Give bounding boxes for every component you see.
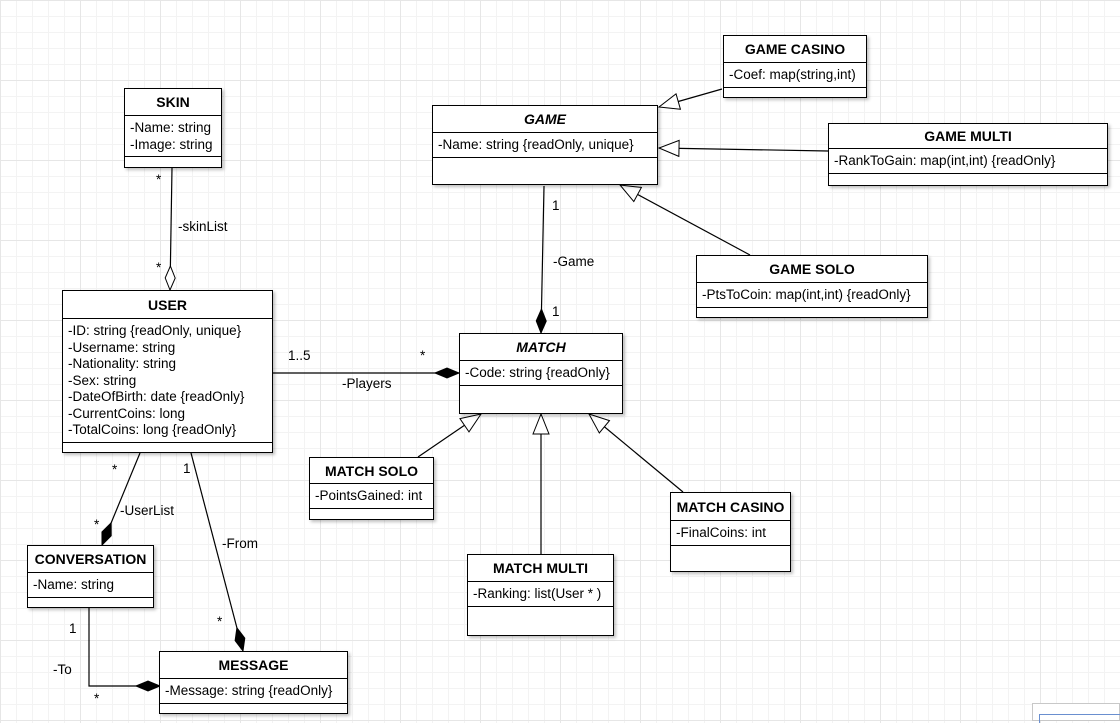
attribute: -Name: string — [130, 120, 212, 135]
class-name: MATCH CASINO — [671, 493, 790, 521]
class-operations — [310, 509, 433, 520]
multiplicity-label: * — [94, 691, 100, 706]
class-game-solo[interactable]: GAME SOLO -PtsToCoin: map(int,int) {read… — [696, 255, 928, 318]
gen-game-solo-to-game — [620, 185, 751, 256]
class-name: MATCH — [460, 334, 622, 361]
attribute: -Name: string {readOnly, unique} — [438, 137, 634, 152]
attribute: -DateOfBirth: date {readOnly} — [68, 389, 245, 404]
class-operations — [125, 157, 221, 167]
class-conversation[interactable]: CONVERSATION -Name: string — [27, 545, 154, 608]
multiplicity-label: 1 — [183, 461, 191, 476]
attribute: -TotalCoins: long {readOnly} — [68, 422, 237, 437]
class-name: SKIN — [125, 89, 221, 116]
attribute: -CurrentCoins: long — [68, 405, 186, 421]
class-match-casino[interactable]: MATCH CASINO -FinalCoins: int — [670, 492, 791, 572]
role-label: -skinList — [178, 219, 228, 234]
class-game-multi[interactable]: GAME MULTI -RankToGain: map(int,int) {re… — [828, 123, 1108, 186]
attribute: -Username: string — [68, 339, 176, 355]
class-message[interactable]: MESSAGE -Message: string {readOnly} — [159, 651, 348, 714]
multiplicity-label: 1..5 — [288, 348, 311, 363]
class-name: CONVERSATION — [28, 546, 153, 573]
class-name: USER — [63, 291, 272, 319]
class-operations — [829, 174, 1107, 186]
class-operations — [671, 546, 790, 572]
composition-user-conversation — [101, 452, 141, 545]
class-name: GAME CASINO — [724, 36, 866, 63]
role-label: -From — [222, 536, 258, 551]
attribute: -ID: string {readOnly, unique} — [68, 323, 242, 338]
multiplicity-label: * — [217, 614, 223, 629]
multiplicity-label: 1 — [69, 621, 77, 636]
class-attributes: -PointsGained: int — [310, 484, 433, 509]
class-skin[interactable]: SKIN -Name: string -Image: string — [124, 88, 222, 168]
class-attributes: -Code: string {readOnly} — [460, 361, 622, 386]
class-attributes: -Name: string -Image: string — [125, 116, 221, 157]
class-match-solo[interactable]: MATCH SOLO -PointsGained: int — [309, 457, 434, 520]
role-label: -Players — [342, 376, 392, 391]
class-game[interactable]: GAME -Name: string {readOnly, unique} — [432, 105, 658, 185]
attribute: -Code: string {readOnly} — [465, 365, 610, 380]
class-operations — [28, 598, 153, 608]
class-attributes: -Name: string — [28, 573, 153, 598]
class-game-casino[interactable]: GAME CASINO -Coef: map(string,int) — [723, 35, 867, 98]
class-attributes: -Coef: map(string,int) — [724, 63, 866, 88]
class-user[interactable]: USER -ID: string {readOnly, unique} -Use… — [62, 290, 273, 453]
composition-user-message — [190, 452, 243, 651]
class-attributes: -PtsToCoin: map(int,int) {readOnly} — [697, 283, 927, 308]
class-match-multi[interactable]: MATCH MULTI -Ranking: list(User * ) — [467, 554, 614, 636]
class-name: GAME — [433, 106, 657, 133]
attribute: -Coef: map(string,int) — [729, 67, 856, 82]
attribute: -Message: string {readOnly} — [165, 683, 333, 698]
multiplicity-label: * — [156, 172, 162, 187]
multiplicity-label: * — [156, 260, 162, 275]
class-operations — [433, 158, 657, 185]
class-operations — [160, 704, 347, 714]
class-operations — [468, 607, 613, 636]
attribute: -RankToGain: map(int,int) {readOnly} — [834, 153, 1056, 168]
class-match[interactable]: MATCH -Code: string {readOnly} — [459, 333, 623, 414]
gen-game-casino-to-game — [659, 88, 723, 107]
class-operations — [63, 443, 272, 453]
class-name: MESSAGE — [160, 652, 347, 679]
attribute: -PointsGained: int — [315, 488, 423, 503]
multiplicity-label: * — [94, 517, 100, 532]
attribute: -Nationality: string — [68, 356, 177, 371]
attribute: -Image: string — [130, 136, 213, 152]
role-label: -Game — [553, 254, 595, 269]
class-operations — [724, 88, 866, 98]
gen-match-solo-to-match — [417, 414, 481, 458]
role-label: -To — [53, 662, 72, 677]
composition-conversation-message — [88, 608, 160, 686]
class-name: GAME SOLO — [697, 256, 927, 283]
class-name: MATCH SOLO — [310, 458, 433, 484]
class-name: GAME MULTI — [829, 124, 1107, 149]
class-attributes: -FinalCoins: int — [671, 521, 790, 546]
aggregation-skin-user — [170, 167, 172, 290]
class-operations — [697, 308, 927, 318]
role-label: -UserList — [120, 503, 175, 518]
composition-game-match — [541, 185, 544, 333]
class-attributes: -Message: string {readOnly} — [160, 679, 347, 704]
corner-panel — [1032, 703, 1120, 723]
multiplicity-label: * — [112, 462, 118, 477]
attribute: -Sex: string — [68, 372, 137, 388]
attribute: -FinalCoins: int — [676, 525, 767, 540]
attribute: -Ranking: list(User * ) — [473, 586, 602, 601]
gen-game-multi-to-game — [659, 148, 829, 151]
class-attributes: -Ranking: list(User * ) — [468, 582, 613, 607]
class-attributes: -ID: string {readOnly, unique} -Username… — [63, 319, 272, 443]
multiplicity-label: 1 — [552, 198, 560, 213]
class-operations — [460, 386, 622, 414]
multiplicity-label: 1 — [552, 304, 560, 319]
multiplicity-label: * — [420, 348, 426, 363]
attribute: -Name: string — [33, 577, 115, 592]
class-attributes: -RankToGain: map(int,int) {readOnly} — [829, 149, 1107, 174]
class-attributes: -Name: string {readOnly, unique} — [433, 133, 657, 158]
class-name: MATCH MULTI — [468, 555, 613, 582]
gen-match-casino-to-match — [589, 414, 684, 493]
attribute: -PtsToCoin: map(int,int) {readOnly} — [702, 287, 911, 302]
